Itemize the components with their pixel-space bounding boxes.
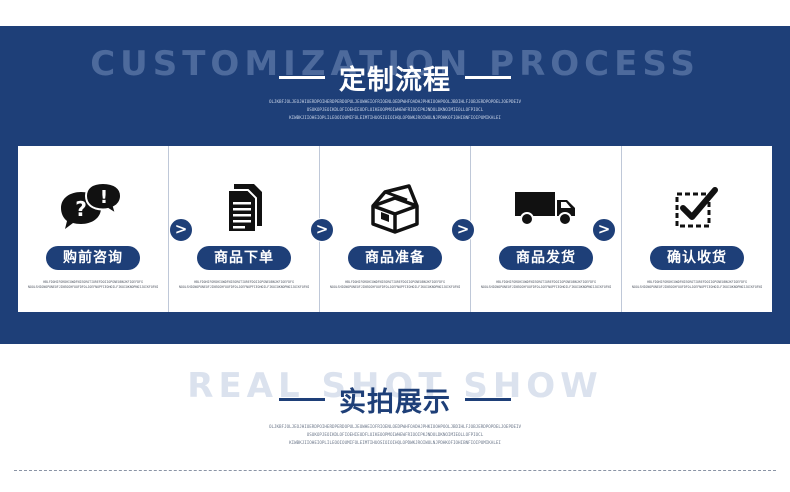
svg-text:?: ? [75, 197, 87, 221]
process-title-row: 定制流程 [0, 58, 790, 97]
step-label: 商品下单 [197, 246, 291, 270]
speech-bubbles-icon: ? ! [18, 180, 168, 236]
step-consult: ? ! 购前咨询 HBLFDOHIFORDHIOWDFNIEOROTIOREFD… [18, 146, 169, 312]
step-ship: 商品发货 HBLFDOHIFORDHIOWDFNIEOROTIOREFDOIIO… [471, 146, 622, 312]
documents-icon [169, 180, 319, 236]
title-line-left [279, 76, 325, 79]
box-icon [320, 180, 470, 236]
title-line-right [465, 76, 511, 79]
step-fine-text: HBLFDOHIFORDHIOWDFNIEOROTIOREFDOIIOPGNEO… [481, 280, 611, 289]
step-label: 确认收货 [650, 246, 744, 270]
step-fine-text: HBLFDOHIFORDHIOWDFNIEOROTIOREFDOIIOPGNEO… [330, 280, 460, 289]
showcase-title: 实拍展示 [339, 387, 451, 418]
process-steps: ? ! 购前咨询 HBLFDOHIFORDHIOWDFNIEOROTIOREFD… [18, 146, 772, 312]
showcase-title-row: 实拍展示 [0, 380, 790, 419]
step-receive: 确认收货 HBLFDOHIFORDHIOWDFNIEOROTIOREFDOIIO… [622, 146, 772, 312]
step-fine-text: HBLFDOHIFORDHIOWDFNIEOROTIOREFDOIIOPGNEO… [179, 280, 309, 289]
step-label: 购前咨询 [46, 246, 140, 270]
step-fine-text: HBLFDOHIFORDHIOWDFNIEOROTIOREFDOIIOPGNEO… [632, 280, 762, 289]
step-arrow: > [169, 218, 193, 242]
step-arrow: > [451, 218, 475, 242]
step-label: 商品准备 [348, 246, 442, 270]
showcase-ghost-title: REAL SHOT SHOW [187, 366, 603, 406]
showcase-fine-text: OLJKBFJOLJEOJHIOERDPOIHERDPERDOPULJEOWHE… [268, 424, 522, 445]
step-order: 商品下单 HBLFDOHIFORDHIOWDFNIEOROTIOREFDOIIO… [169, 146, 320, 312]
title-line-left [279, 398, 325, 401]
checkbox-icon [622, 180, 772, 236]
step-prepare: 商品准备 HBLFDOHIFORDHIOWDFNIEOROTIOREFDOIIO… [320, 146, 471, 312]
step-label: 商品发货 [499, 246, 593, 270]
svg-text:!: ! [100, 187, 108, 208]
process-ghost-title: CUSTOMIZATION PROCESS [90, 44, 700, 84]
truck-icon [471, 180, 621, 236]
title-line-right [465, 398, 511, 401]
process-title: 定制流程 [339, 65, 451, 96]
process-fine-text: OLJKBFJOLJEOJHIOERDPOIHERDPERDOPULJEOWHE… [268, 99, 522, 120]
step-arrow: > [592, 218, 616, 242]
step-fine-text: HBLFDOHIFORDHIOWDFNIEOROTIOREFDOIIOPGNEO… [28, 280, 158, 289]
step-arrow: > [310, 218, 334, 242]
dashed-divider [14, 470, 776, 471]
